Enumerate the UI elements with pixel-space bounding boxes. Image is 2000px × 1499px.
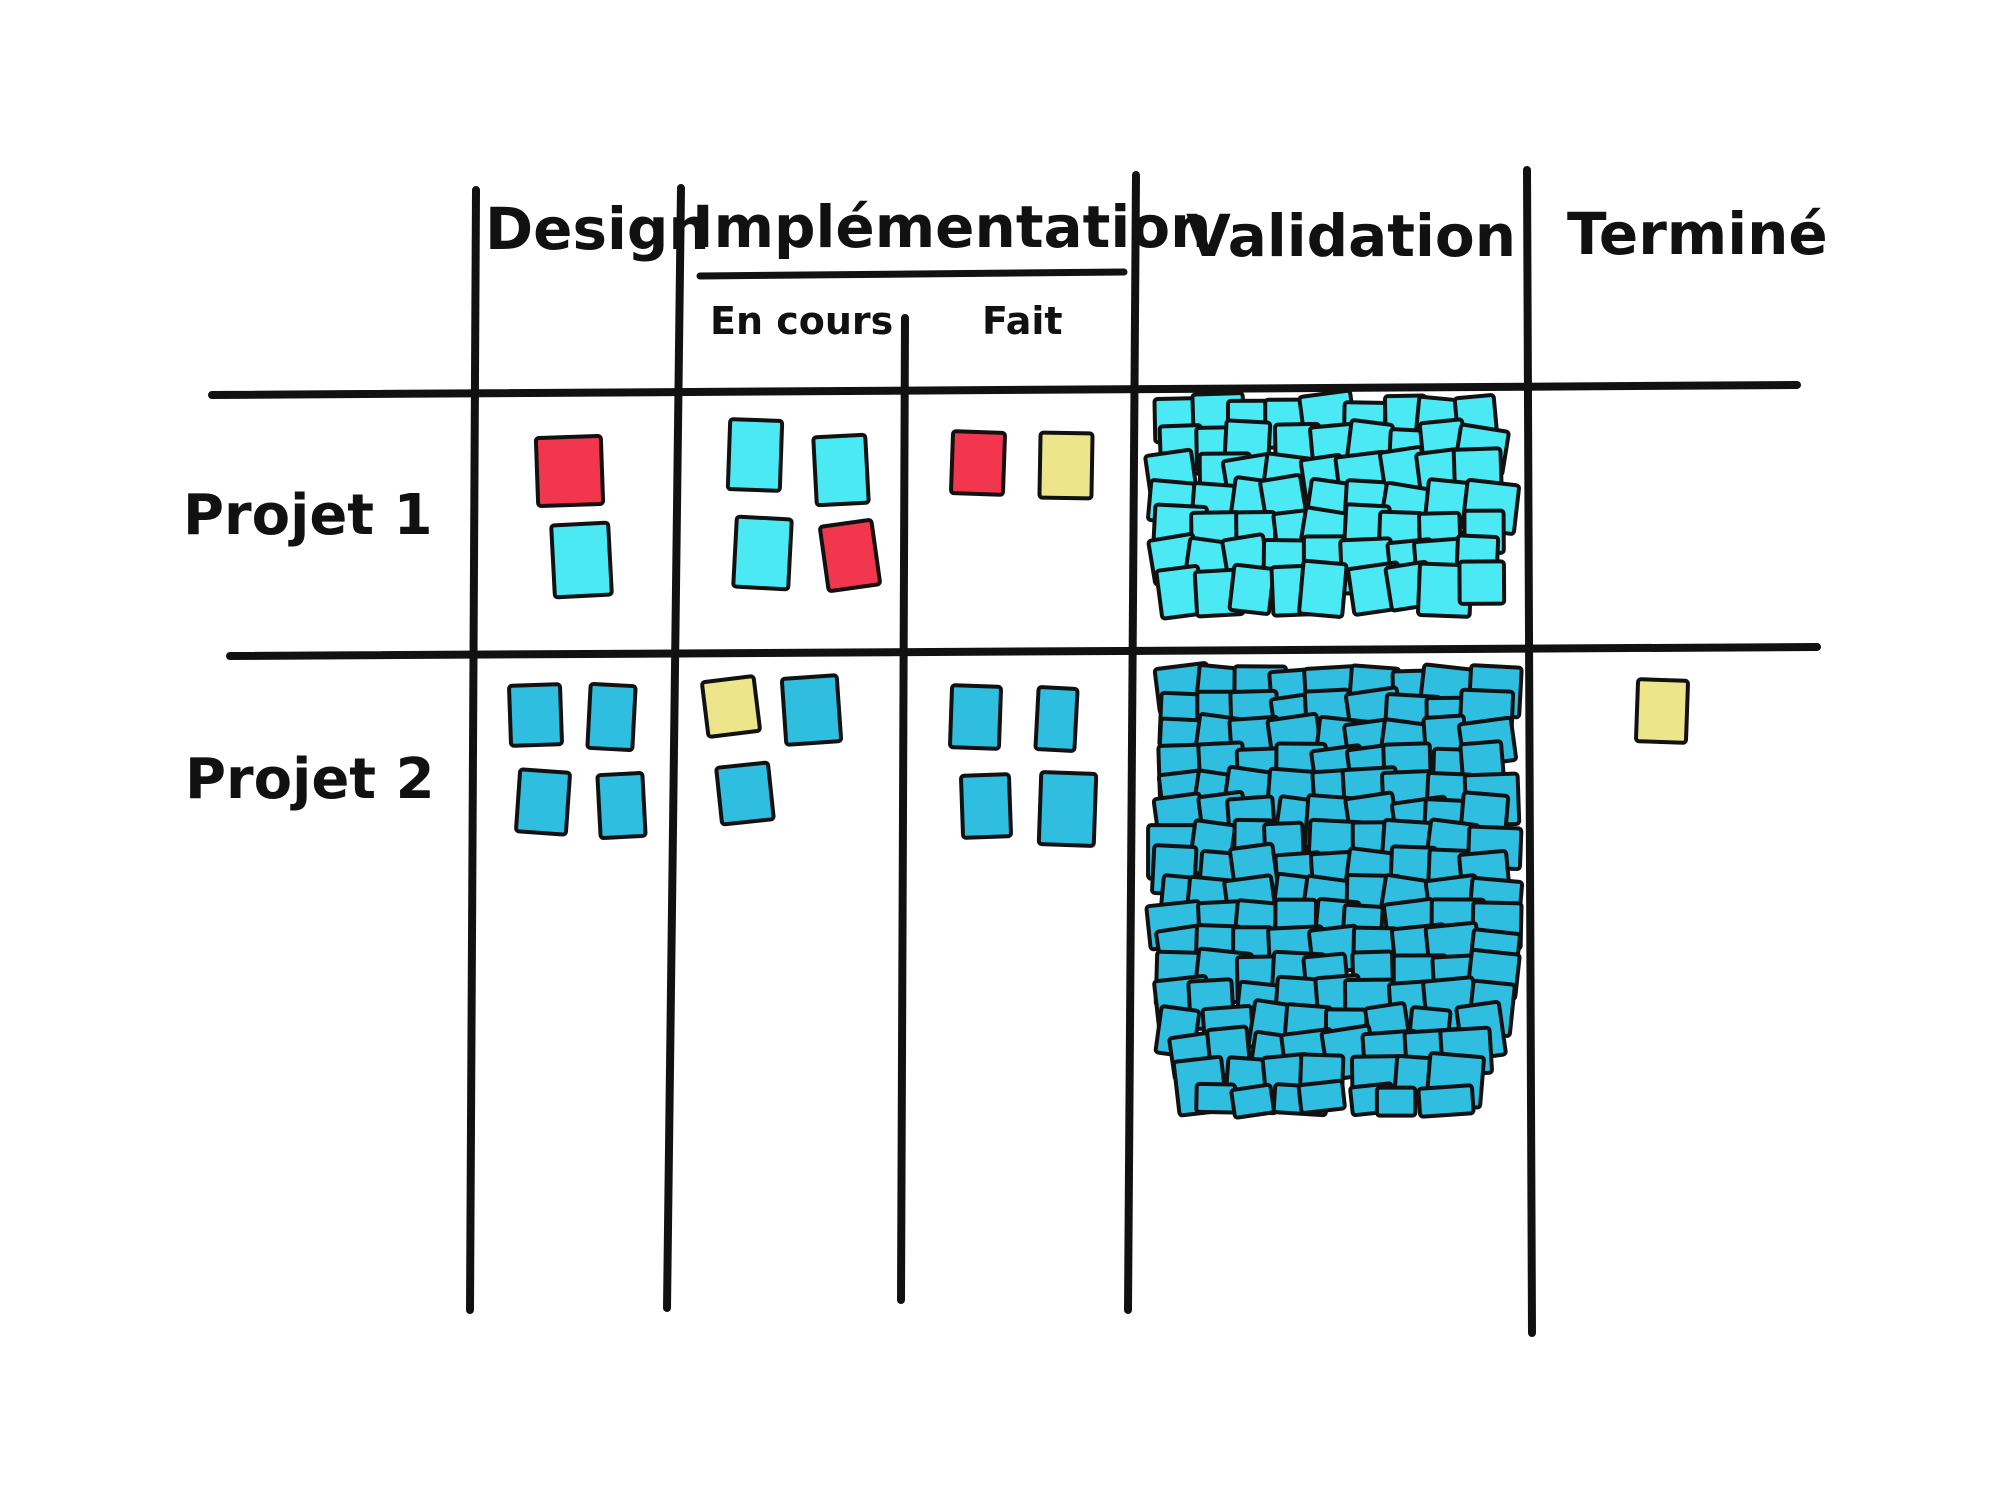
sticky-note-blue bbox=[585, 682, 638, 752]
sticky-note-red bbox=[818, 518, 882, 593]
sticky-note-blue bbox=[1229, 1082, 1276, 1120]
sticky-note-cyan bbox=[549, 520, 614, 600]
sticky-note-cyan bbox=[1457, 559, 1507, 606]
horizontal-divider-header bbox=[208, 381, 1801, 399]
sticky-note-blue bbox=[1374, 1085, 1418, 1118]
vertical-divider-design-impl bbox=[663, 184, 685, 1312]
row-header-project-1: Projet 1 bbox=[183, 483, 433, 548]
vertical-divider-validation-done bbox=[1523, 166, 1536, 1337]
vertical-divider-impl-sub bbox=[897, 314, 909, 1304]
sticky-note-yellow bbox=[700, 674, 762, 739]
column-header-design: Design bbox=[485, 195, 710, 263]
sticky-note-blue bbox=[1296, 1078, 1347, 1115]
row-header-project-2: Projet 2 bbox=[185, 747, 435, 812]
sticky-note-red bbox=[533, 433, 606, 509]
sticky-note-cyan bbox=[1227, 562, 1276, 616]
sticky-note-cyan bbox=[725, 417, 785, 493]
sticky-note-cyan bbox=[1297, 558, 1349, 619]
sticky-note-blue bbox=[1416, 1083, 1476, 1119]
sticky-note-blue bbox=[514, 767, 572, 837]
column-header-done: Terminé bbox=[1567, 200, 1828, 268]
vertical-divider-design-left bbox=[466, 186, 480, 1314]
sticky-note-blue bbox=[1194, 1081, 1238, 1115]
sticky-note-blue bbox=[595, 771, 648, 840]
vertical-divider-impl-validation bbox=[1124, 171, 1140, 1314]
subcolumn-header-done: Fait bbox=[982, 299, 1063, 343]
sticky-note-yellow bbox=[1634, 677, 1690, 745]
sticky-note-cyan bbox=[731, 514, 794, 592]
subcolumn-header-in-progress: En cours bbox=[710, 299, 894, 343]
sticky-note-blue bbox=[714, 760, 776, 827]
implementation-underline bbox=[696, 268, 1128, 280]
sticky-note-blue bbox=[1033, 685, 1080, 753]
sticky-note-blue bbox=[507, 682, 564, 748]
column-header-implementation: Implémentation bbox=[692, 193, 1212, 261]
horizontal-divider-projects bbox=[226, 643, 1821, 660]
sticky-note-blue bbox=[1036, 770, 1099, 848]
sticky-note-red bbox=[949, 429, 1007, 497]
column-header-validation: Validation bbox=[1186, 202, 1517, 270]
sticky-note-blue bbox=[779, 673, 844, 747]
sticky-note-blue bbox=[959, 772, 1013, 840]
sticky-note-blue bbox=[948, 683, 1003, 751]
sticky-note-cyan bbox=[811, 432, 871, 508]
sticky-note-yellow bbox=[1037, 430, 1095, 501]
